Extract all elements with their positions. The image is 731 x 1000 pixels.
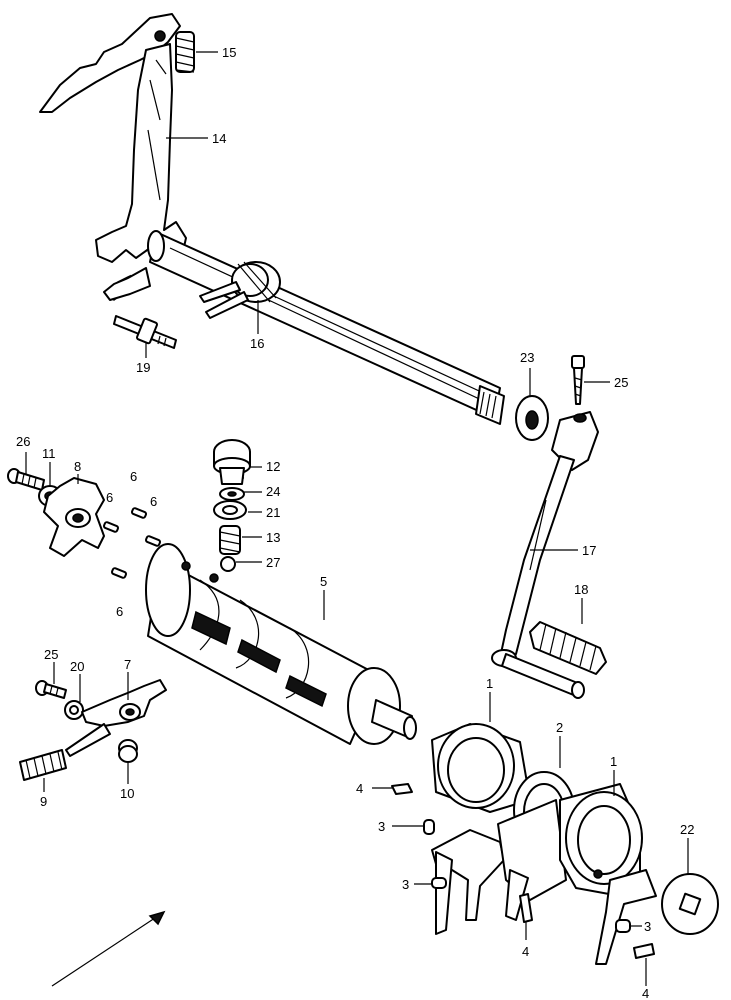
callout-15: 15: [222, 45, 236, 60]
return-spring: [175, 31, 195, 73]
callout-17: 17: [582, 543, 596, 558]
callout-3: 3: [378, 819, 385, 834]
callout-labels: 15 14 16 19 23 25 26 11 8 6 6 6 6 12 24 …: [16, 45, 694, 1000]
spindle-washer: [515, 395, 549, 441]
callout-10: 10: [120, 786, 134, 801]
cotter-pin: [519, 893, 533, 923]
callout-6: 6: [150, 494, 157, 509]
stopper-ball: [220, 556, 236, 572]
callout-12: 12: [266, 459, 280, 474]
callout-4: 4: [522, 944, 529, 959]
callout-2: 2: [556, 720, 563, 735]
drum-pin: [102, 521, 120, 533]
callout-3: 3: [644, 919, 651, 934]
drum-pin: [130, 507, 148, 519]
pedal-bolt: [571, 355, 585, 405]
callout-14: 14: [212, 131, 226, 146]
callout-27: 27: [266, 555, 280, 570]
stopper-arm-spring: [19, 749, 67, 781]
stopper-gasket: [219, 487, 245, 501]
gearshift-pedal: [491, 411, 599, 699]
callout-9: 9: [40, 794, 47, 809]
callout-6: 6: [130, 469, 137, 484]
gearshift-arm: [39, 13, 187, 301]
drum-pin: [110, 567, 128, 579]
callout-1: 1: [486, 676, 493, 691]
callout-3: 3: [402, 877, 409, 892]
callout-13: 13: [266, 530, 280, 545]
fork-guide-pin: [615, 919, 631, 933]
callout-6: 6: [116, 604, 123, 619]
direction-arrow: [51, 910, 166, 987]
stopper-arm-washer: [64, 700, 84, 720]
callout-8: 8: [74, 459, 81, 474]
cotter-pin: [633, 943, 655, 959]
stopper-washer: [213, 500, 247, 520]
gearshift-spindle: [147, 230, 505, 425]
callout-26: 26: [16, 434, 30, 449]
callout-23: 23: [520, 350, 534, 365]
callout-4: 4: [356, 781, 363, 796]
callout-25: 25: [44, 647, 58, 662]
callout-22: 22: [680, 822, 694, 837]
leader-lines: [25, 51, 689, 986]
callout-21: 21: [266, 505, 280, 520]
spindle-return-spring: [199, 261, 281, 319]
callout-16: 16: [250, 336, 264, 351]
stopper-spring: [219, 525, 241, 555]
drum-stopper-arm: [65, 679, 167, 757]
cam-plate: [43, 477, 105, 557]
stopper-bolt: [113, 315, 177, 349]
drum-end-washer: [661, 873, 719, 935]
shift-fork-left: [431, 723, 531, 935]
callout-20: 20: [70, 659, 84, 674]
drum-pin: [144, 535, 162, 547]
callout-19: 19: [136, 360, 150, 375]
stopper-arm-bolt: [35, 680, 67, 699]
shift-fork-right: [559, 783, 657, 965]
callout-7: 7: [124, 657, 131, 672]
callout-11: 11: [42, 446, 56, 461]
cotter-pin: [391, 783, 413, 795]
fork-guide-pin: [431, 877, 447, 889]
callout-4: 4: [642, 986, 649, 1000]
callout-24: 24: [266, 484, 280, 499]
fork-guide-pin: [423, 819, 435, 835]
gearshift-drum: [145, 543, 417, 745]
callout-18: 18: [574, 582, 588, 597]
callout-5: 5: [320, 574, 327, 589]
neutral-stopper-bolt: [213, 439, 251, 485]
stopper-arm-collar: [118, 739, 138, 763]
callout-25: 25: [614, 375, 628, 390]
callout-6: 6: [106, 490, 113, 505]
shift-fork-center: [497, 771, 575, 921]
pedal-rubber: [529, 621, 607, 675]
callout-1: 1: [610, 754, 617, 769]
